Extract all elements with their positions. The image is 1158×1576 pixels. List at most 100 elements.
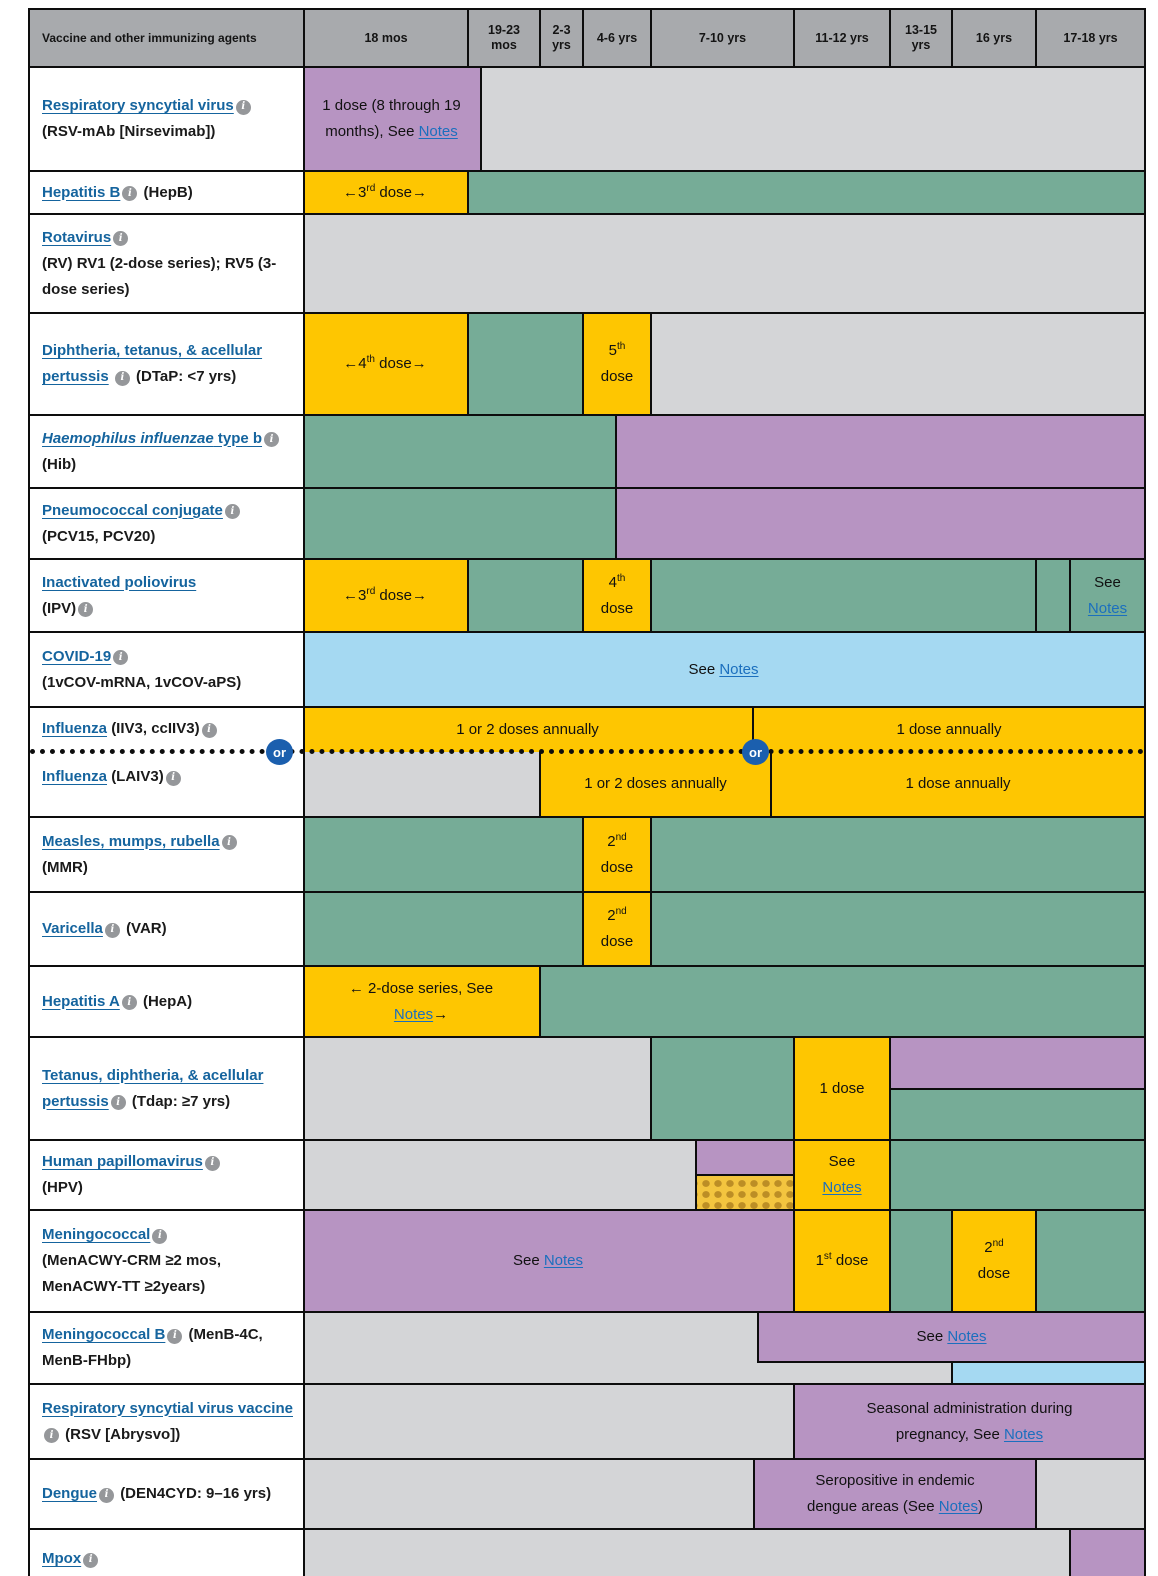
vaccine-link-covid[interactable]: COVID-19 [42, 647, 112, 665]
row-hpv: Human papillomavirus (HPV) See Notes [30, 1141, 1144, 1211]
info-icon[interactable] [114, 370, 130, 386]
vaccine-link-rsv-vaccine[interactable]: Respiratory syncytial virus vaccine [42, 1399, 293, 1417]
vaccine-link-tdap[interactable]: Tetanus, diphtheria, & acellular pertuss… [42, 1066, 264, 1110]
vaccine-link-menacwy[interactable]: Meningococcal [42, 1226, 151, 1243]
notes-link[interactable]: Notes [393, 1005, 434, 1023]
header-17-18yrs: 17-18 yrs [1035, 10, 1144, 66]
info-icon[interactable] [44, 1428, 59, 1443]
vaccine-link-varicella[interactable]: Varicella [42, 920, 103, 937]
header-16yrs: 16 yrs [951, 10, 1035, 66]
cell-ipv-see-notes: See Notes [1069, 560, 1144, 631]
vaccine-label-varicella: Varicella (VAR) [30, 893, 305, 965]
cell-menb-shared-decision [951, 1363, 1144, 1383]
info-icon[interactable] [104, 922, 120, 938]
cell-hpv-see-notes: See Notes [793, 1141, 889, 1209]
vaccine-link-hpv[interactable]: Human papillomavirus [42, 1153, 203, 1170]
cell-tdap-catchup2 [889, 1090, 1144, 1139]
row-rsv-mab: Respiratory syncytial virus (RSV-mAb [Ni… [30, 68, 1144, 172]
vaccine-link-influenza-iiv3[interactable]: Influenza [42, 720, 108, 737]
row-varicella: Varicella (VAR) 2nd dose [30, 893, 1144, 967]
header-vaccine-column: Vaccine and other immunizing agents [30, 10, 305, 66]
vaccine-link-mmr[interactable]: Measles, mumps, rubella [42, 832, 220, 850]
notes-link[interactable]: Notes [543, 1252, 584, 1269]
info-icon[interactable] [113, 231, 129, 246]
notes-link[interactable]: Notes [947, 1328, 987, 1345]
vaccine-link-hepa[interactable]: Hepatitis A [42, 992, 120, 1010]
info-icon[interactable] [152, 1228, 168, 1244]
cell-rsv-mab-dose: 1 dose (8 through 19 months), See Notes [303, 68, 480, 170]
row-dtap: Diphtheria, tetanus, & acellular pertuss… [30, 314, 1144, 416]
cell-menacwy-catchup [889, 1211, 951, 1311]
cell-hpv-可-start9 [695, 1176, 793, 1209]
info-icon[interactable] [113, 650, 129, 665]
info-icon[interactable] [83, 1552, 99, 1568]
header-11-12yrs: 11-12 yrs [793, 10, 889, 66]
row-influenza: Influenza (IIV3, ccIIV3) Influenza (LAIV… [30, 708, 1144, 818]
info-icon[interactable] [78, 602, 94, 617]
row-tdap: Tetanus, diphtheria, & acellular pertuss… [30, 1038, 1144, 1141]
info-icon[interactable] [224, 504, 240, 519]
vaccine-link-pcv[interactable]: Pneumococcal conjugate [42, 501, 223, 519]
info-icon[interactable] [110, 1095, 126, 1110]
cell-ipv-catchup [467, 560, 582, 631]
info-icon[interactable] [221, 835, 237, 850]
cell-mmr-dose2: 2nd dose [582, 818, 650, 891]
info-icon[interactable] [167, 1328, 183, 1344]
cell-hepa-series: ← 2-dose series, See Notes→ [303, 967, 539, 1036]
row-mmr: Measles, mumps, rubella (MMR) 2nd dose [30, 818, 1144, 893]
vaccine-link-dtap[interactable]: Diphtheria, tetanus, & acellular pertuss… [42, 342, 263, 385]
info-icon[interactable] [122, 186, 138, 201]
cell-hpv-none [303, 1141, 695, 1209]
vaccine-label-influenza-laiv3: Influenza (LAIV3) [42, 766, 299, 788]
notes-link[interactable]: Notes [938, 1498, 978, 1515]
cell-hib-catchup [303, 416, 615, 487]
cell-pcv-catchup [303, 489, 615, 558]
cell-rsv-mab-none [480, 68, 1144, 170]
vaccine-label-influenza-iiv3: Influenza (IIV3, ccIIV3) [42, 718, 299, 740]
cell-hepa-catchup [539, 967, 1144, 1036]
vaccine-link-ipv[interactable]: Inactivated poliovirus [42, 573, 197, 591]
vaccine-link-dengue[interactable]: Dengue [42, 1485, 98, 1502]
notes-link[interactable]: Notes [822, 1179, 862, 1196]
cell-hpv-catchup [889, 1141, 1144, 1209]
cell-dengue-seropositive: Seropositive in endemic dengue areas (Se… [753, 1460, 1035, 1528]
row-rotavirus: Rotavirus (RV) RV1 (2-dose series); RV5 … [30, 215, 1144, 314]
vaccine-link-menb[interactable]: Meningococcal B [42, 1326, 166, 1343]
row-mpox: Mpox [30, 1530, 1144, 1576]
vaccine-label-mpox: Mpox [30, 1530, 305, 1576]
notes-link[interactable]: Notes [1087, 599, 1128, 617]
info-icon[interactable] [99, 1487, 115, 1503]
cell-var-catchup [303, 893, 582, 965]
cell-ipv-catchup2 [650, 560, 1035, 631]
cell-pcv-highrisk [615, 489, 1144, 558]
vaccine-link-hib[interactable]: Haemophilus influenzae type b [42, 429, 263, 447]
header-19-23mos: 19-23 mos [467, 10, 539, 66]
row-ipv: Inactivated poliovirus (IPV) ←3rd dose→ … [30, 560, 1144, 633]
info-icon[interactable] [204, 1155, 220, 1171]
vaccine-link-influenza-laiv3[interactable]: Influenza [42, 768, 108, 785]
or-divider-line [30, 749, 1144, 754]
notes-link[interactable]: Notes [418, 123, 458, 140]
vaccine-link-hepb[interactable]: Hepatitis B [42, 183, 121, 201]
info-icon[interactable] [201, 722, 217, 738]
row-hepa: Hepatitis A (HepA) ← 2-dose series, See … [30, 967, 1144, 1038]
info-icon[interactable] [165, 770, 181, 786]
header-13-15yrs: 13-15 yrs [889, 10, 951, 66]
cell-iiv3-1-dose: 1 dose annually [752, 708, 1144, 752]
vaccine-label-hib: Haemophilus influenzae type b (Hib) [30, 416, 305, 487]
notes-link[interactable]: Notes [1003, 1425, 1044, 1443]
header-2-3yrs: 2-3 yrs [539, 10, 582, 66]
vaccine-link-mpox[interactable]: Mpox [42, 1550, 82, 1567]
vaccine-link-rsv-mab[interactable]: Respiratory syncytial virus [42, 97, 234, 114]
cell-dtap-catchup [467, 314, 582, 414]
info-icon[interactable] [264, 432, 280, 447]
row-menacwy: Meningococcal (MenACWY-CRM ≥2 mos, MenAC… [30, 1211, 1144, 1313]
info-icon[interactable] [121, 995, 137, 1010]
info-icon[interactable] [235, 99, 251, 115]
cell-menb-see-notes: See Notes [757, 1313, 1144, 1363]
vaccine-label-hepa: Hepatitis A (HepA) [30, 967, 305, 1036]
cell-rsv-vaccine-pregnancy: Seasonal administration during pregnancy… [793, 1385, 1144, 1458]
notes-link[interactable]: Notes [719, 660, 759, 678]
vaccine-link-rotavirus[interactable]: Rotavirus [42, 228, 112, 246]
